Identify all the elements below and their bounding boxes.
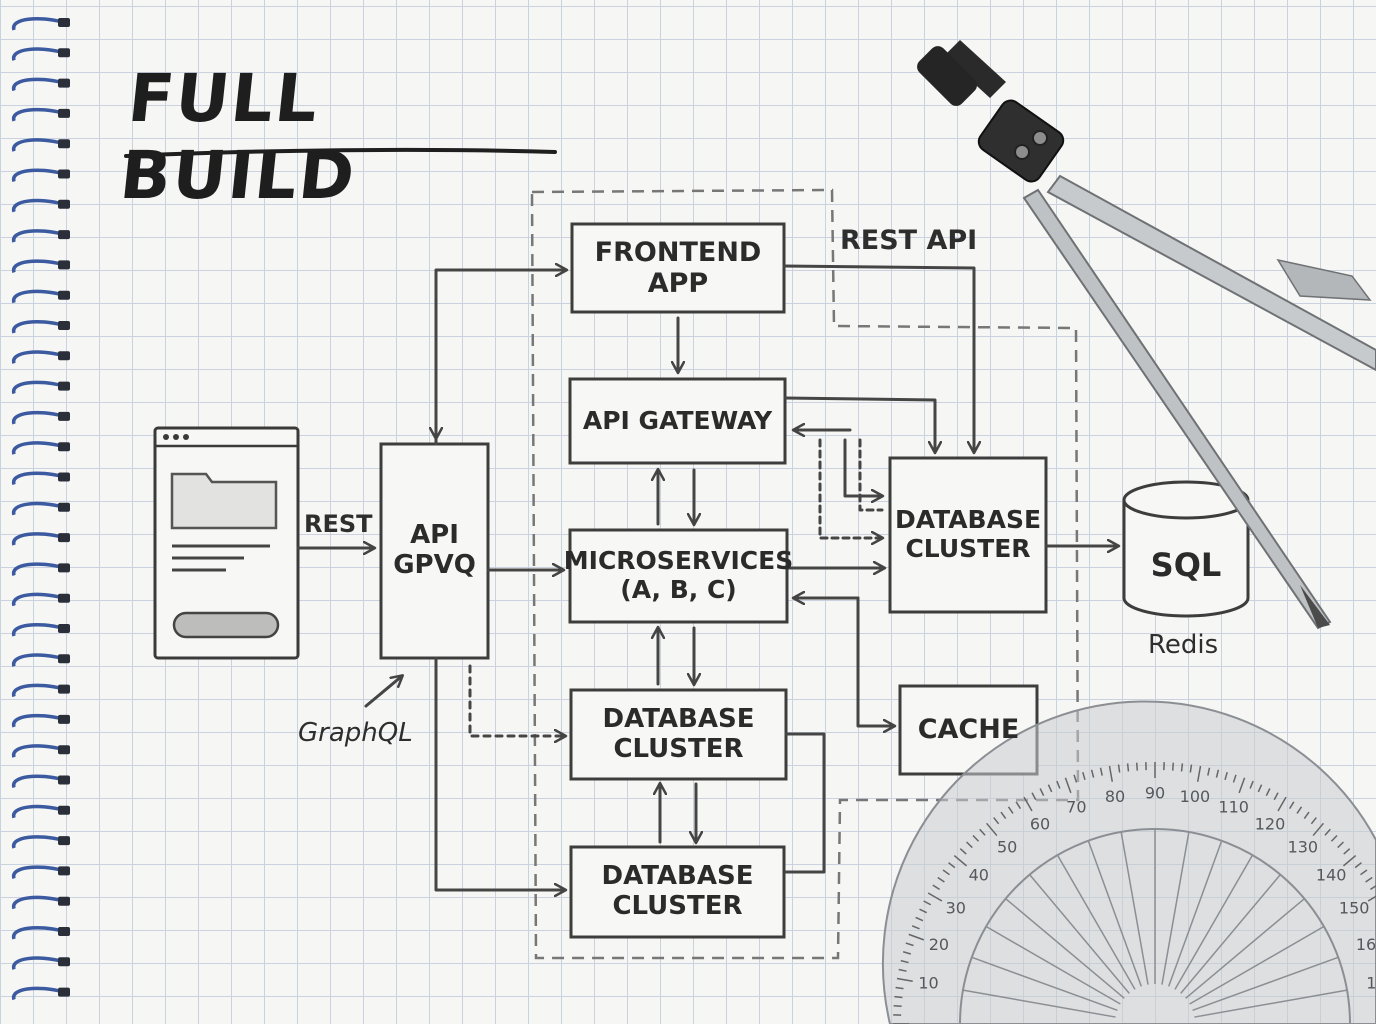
microservices-node <box>568 528 789 624</box>
frontend-app-node <box>570 222 786 314</box>
redis-label: Redis <box>1148 630 1219 660</box>
database-cluster-mid-node <box>569 688 788 781</box>
folder-icon <box>170 472 278 530</box>
graphql-edge-label: GraphQL <box>298 718 413 748</box>
database-cluster-bottom-node <box>569 845 786 939</box>
graphql-pointer-arrow <box>364 676 402 708</box>
protractor-scale-label: 30 <box>946 899 966 918</box>
edge-api-to-db-bottom <box>434 656 565 890</box>
edge-frontend-to-db-right <box>782 264 974 452</box>
api-gateway-label: API GATEWAY <box>582 405 773 435</box>
protractor-scale-label: 70 <box>1066 797 1086 816</box>
protractor-scale-label: 140 <box>1316 866 1347 885</box>
button-placeholder <box>172 611 280 639</box>
protractor-scale-label: 10 <box>918 974 938 993</box>
protractor-scale-label: 170 <box>1366 974 1376 993</box>
compass-icon <box>917 40 1376 630</box>
api-gpvq-node <box>379 442 490 660</box>
database-cluster-right-node <box>888 456 1048 614</box>
protractor-scale-label: 120 <box>1255 814 1286 833</box>
protractor-scale-label: 130 <box>1288 837 1319 856</box>
protractor-scale-label: 50 <box>997 837 1017 856</box>
protractor-scale-label: 20 <box>929 935 949 954</box>
edge-gateway-to-db-right <box>783 396 935 452</box>
protractor-scale-label: 100 <box>1180 787 1211 806</box>
window-dot-icon <box>163 434 169 440</box>
protractor-scale-label: 80 <box>1105 787 1125 806</box>
rest-edge-label: REST <box>304 510 373 538</box>
edge-graphql-to-db-mid <box>468 664 565 736</box>
protractor-scale-label: 110 <box>1218 797 1249 816</box>
rest-api-edge-label: REST API <box>840 225 978 256</box>
edge-db-loop <box>784 732 826 874</box>
api-gateway-node <box>568 377 787 465</box>
protractor-scale-label: 60 <box>1030 814 1050 833</box>
sql-database-cylinder <box>1122 480 1250 618</box>
microservices-label: MICROSERVICES(A, B, C) <box>563 546 794 604</box>
protractor-scale-label: 90 <box>1145 784 1165 803</box>
sql-label: SQL <box>1150 545 1222 584</box>
protractor-scale-label: 150 <box>1339 899 1370 918</box>
cache-label: CACHE <box>917 714 1020 746</box>
spiral-binding <box>12 16 70 1001</box>
protractor-scale-label: 160 <box>1356 935 1376 954</box>
edge-api-to-frontend <box>434 270 566 446</box>
client-browser-mockup <box>153 426 300 660</box>
protractor-scale-label: 40 <box>969 866 989 885</box>
